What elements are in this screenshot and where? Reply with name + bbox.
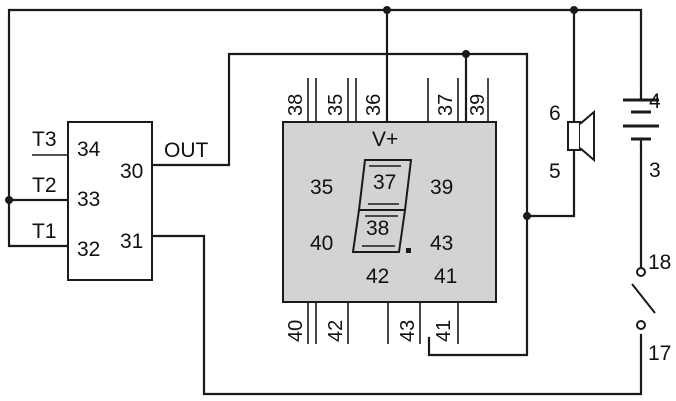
display-top-pin-38: 38 (285, 94, 307, 116)
switch-contact-bottom-icon (636, 320, 646, 330)
speaker: 6 5 (549, 102, 595, 183)
speaker-pin-6: 6 (549, 102, 561, 125)
display-top-pin-35: 35 (325, 94, 347, 116)
junction-dot (462, 50, 470, 58)
switch-pin-18: 18 (648, 251, 671, 274)
pin-number-30: 30 (120, 160, 143, 183)
segment-label-35: 35 (310, 176, 333, 199)
display-bottom-pin-42: 42 (325, 320, 347, 342)
pin-number-34: 34 (77, 138, 101, 161)
top-rail-wire (7, 8, 643, 202)
junction-dot (570, 6, 578, 14)
speaker-icon (567, 121, 581, 151)
switch-lever-icon (631, 283, 656, 314)
switch-contact-top-icon (636, 267, 646, 277)
wires (7, 8, 643, 396)
junctions (5, 6, 578, 220)
speaker-lower-wire (525, 148, 576, 218)
display-bottom-pin-40: 40 (285, 320, 307, 342)
out-wire (150, 52, 529, 357)
display-body (282, 121, 497, 303)
speaker-cone-icon (579, 109, 595, 163)
battery-pin-4: 4 (649, 90, 661, 113)
segment-label-43: 43 (430, 232, 453, 255)
pin-31-return-wire (150, 234, 643, 396)
pin-tag-t3: T3 (32, 128, 57, 151)
display-bottom-pin-43: 43 (397, 320, 419, 342)
segment-label-42: 42 (366, 265, 389, 288)
module-a: T3 T2 T1 34 33 32 30 31 OUT (32, 121, 209, 281)
supply-label: V+ (372, 128, 398, 151)
display-bottom-leads (307, 302, 459, 344)
battery-pin-3: 3 (649, 159, 661, 182)
display-top-pin-37: 37 (435, 94, 457, 116)
display-top-pin-39: 39 (467, 94, 489, 116)
segment-label-37: 37 (373, 171, 396, 194)
module-a-body (67, 121, 153, 281)
display-top-pin-36: 36 (363, 94, 385, 116)
segment-label-39: 39 (430, 176, 453, 199)
switch-pin-17: 17 (648, 342, 671, 365)
junction-dot (5, 196, 13, 204)
pin-tag-t1: T1 (32, 220, 57, 243)
junction-dot (383, 6, 391, 14)
seven-segment-glyph (351, 159, 413, 253)
switch: 18 17 (631, 251, 671, 365)
t1-input-wire (7, 198, 70, 248)
speaker-pin-5: 5 (549, 160, 561, 183)
segment-label-40: 40 (310, 232, 333, 255)
display-bottom-pin-41: 41 (433, 320, 455, 342)
pin-number-31: 31 (120, 230, 143, 253)
pin-tag-t2: T2 (32, 174, 57, 197)
segment-label-38: 38 (366, 217, 389, 240)
junction-dot (523, 212, 531, 220)
segment-label-41: 41 (434, 265, 457, 288)
pin-number-32: 32 (77, 238, 100, 261)
battery: 4 3 (623, 90, 661, 182)
out-label: OUT (164, 139, 209, 162)
decimal-point-icon (406, 248, 411, 253)
pin-number-33: 33 (77, 188, 100, 211)
display-top-leads (307, 78, 489, 122)
display-module: 38 35 36 37 39 40 42 43 41 V+ (282, 78, 497, 344)
